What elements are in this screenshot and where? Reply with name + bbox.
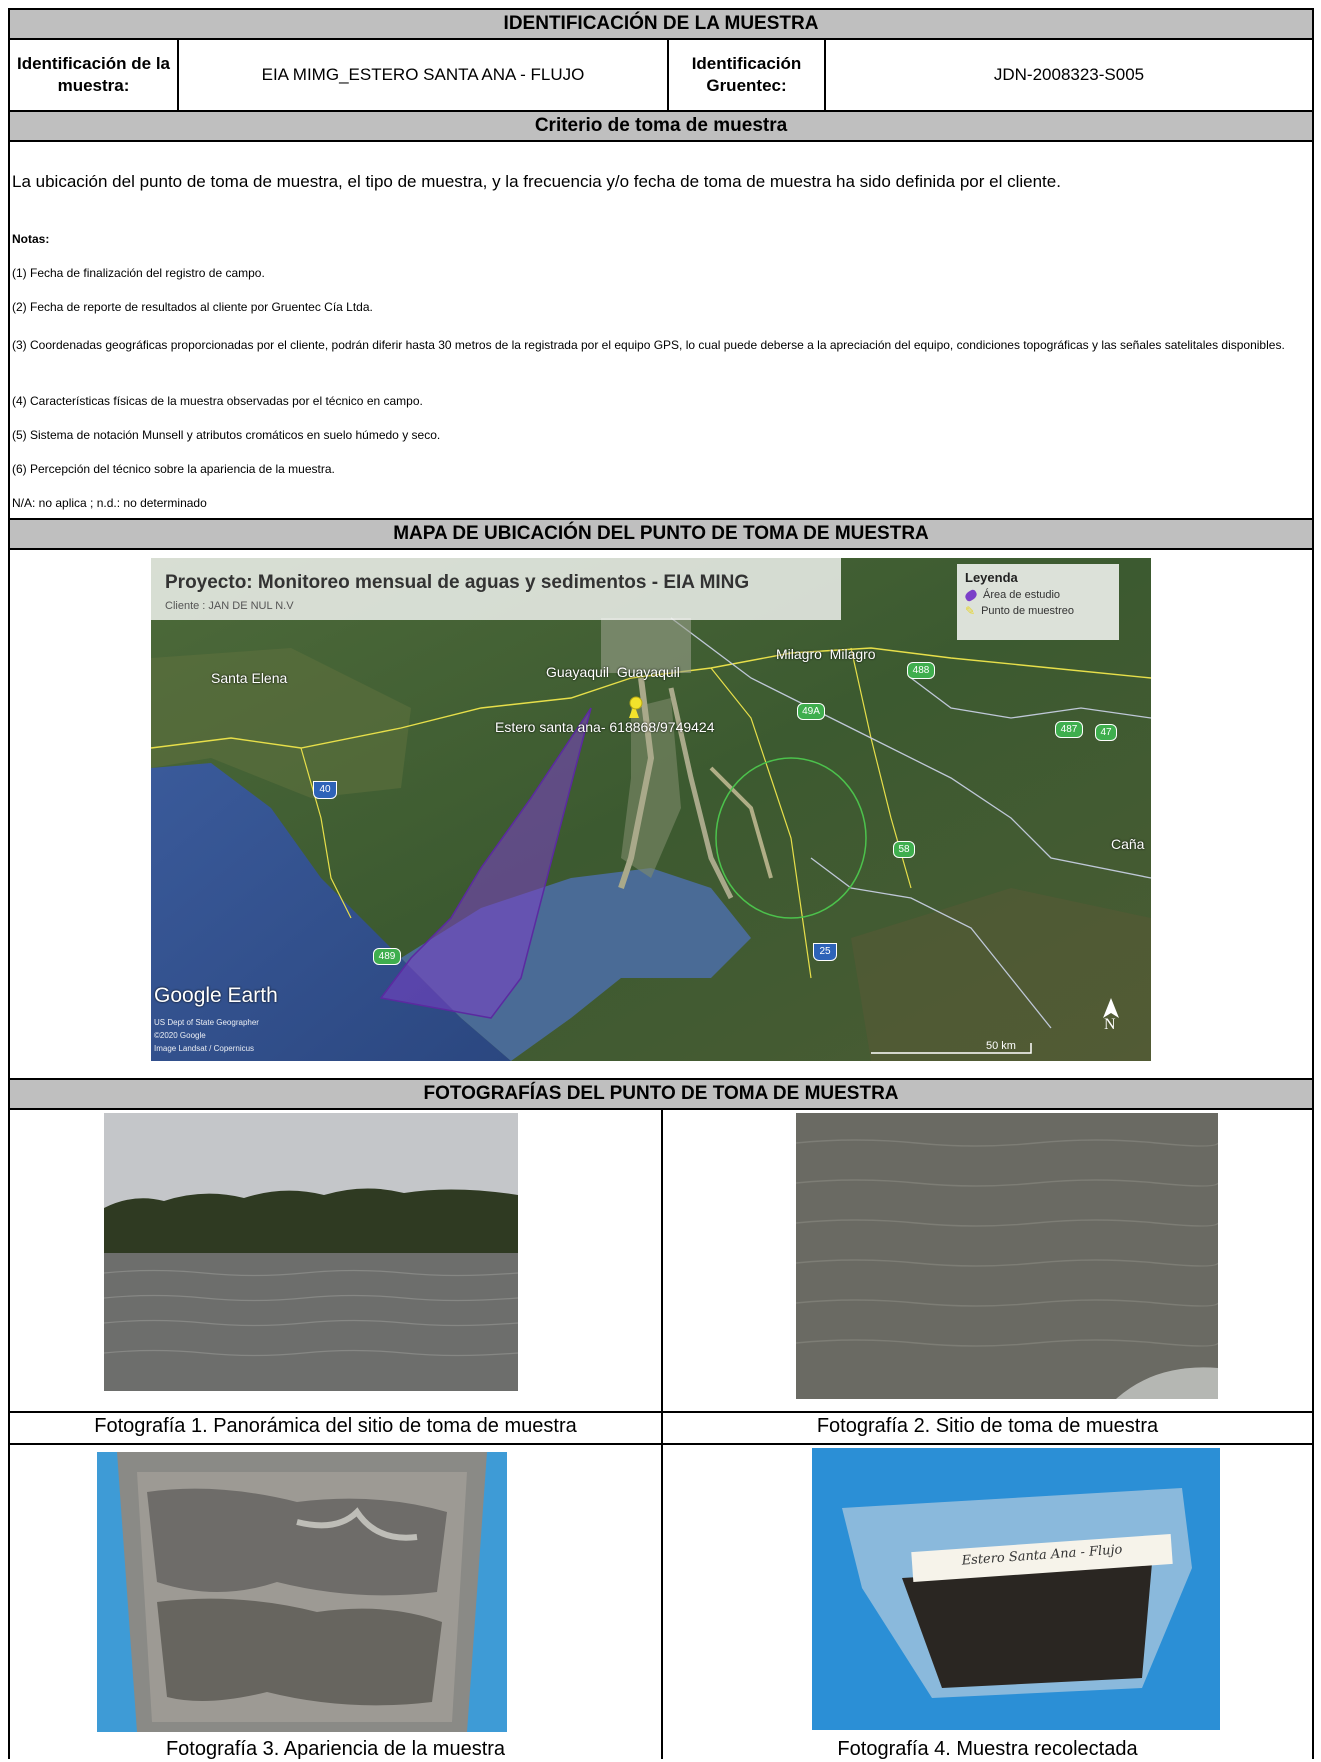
- map-title-box: Proyecto: Monitoreo mensual de aguas y s…: [151, 558, 841, 620]
- ident-value-gruentec: JDN-2008323-S005: [993, 65, 1145, 84]
- legend-area-label: Área de estudio: [983, 589, 1061, 601]
- legend-point-item: ✎ Punto de muestreo: [965, 603, 1111, 619]
- map-project-title: Proyecto: Monitoreo mensual de aguas y s…: [165, 572, 750, 593]
- map-scale-label: 50 km: [986, 1040, 1016, 1052]
- credit-line: US Dept of State Geographer: [154, 1018, 259, 1027]
- section-header-fotos: FOTOGRAFÍAS DEL PUNTO DE TOMA DE MUESTRA: [10, 1078, 1312, 1110]
- area-swatch-icon: [963, 588, 979, 602]
- place-guayaquil: Guayaquil Guayaquil: [546, 664, 680, 680]
- study-area-polygon: [379, 707, 592, 1019]
- route-49a-shield: 49A: [797, 703, 825, 720]
- nota-na: N/A: no aplica ; n.d.: no determinado: [12, 496, 207, 510]
- photo-4-caption: Fotografía 4. Muestra recolectada: [837, 1738, 1138, 1760]
- map-client: Cliente : JAN DE NUL N.V: [165, 600, 294, 612]
- photo-grid-divider: [661, 1108, 663, 1759]
- north-label: N: [1104, 1016, 1116, 1033]
- photo-3-sample-tray: [97, 1452, 507, 1732]
- route-489-shield: 489: [373, 948, 401, 965]
- nota-6: (6) Percepción del técnico sobre la apar…: [12, 462, 335, 476]
- route-488-shield: 488: [907, 662, 935, 679]
- ident-value-muestra: EIA MIMG_ESTERO SANTA ANA - FLUJO: [261, 65, 585, 84]
- section-header-criterio: Criterio de toma de muestra: [10, 112, 1312, 142]
- route-487-shield: 487: [1055, 721, 1083, 738]
- ident-row: Identificación de la muestra: EIA MIMG_E…: [10, 40, 1312, 112]
- route-58-shield: 58: [893, 841, 915, 858]
- legend-point-label: Punto de muestreo: [981, 605, 1075, 617]
- route-47-shield: 47: [1095, 724, 1117, 741]
- ident-label-muestra: Identificación de la muestra:: [16, 54, 171, 95]
- nota-5: (5) Sistema de notación Munsell y atribu…: [12, 428, 441, 442]
- legend-title: Leyenda: [965, 570, 1018, 585]
- place-santa-elena: Santa Elena: [211, 670, 288, 686]
- sample-sheet: IDENTIFICACIÓN DE LA MUESTRA Identificac…: [8, 8, 1314, 1760]
- section-header-identificacion: IDENTIFICACIÓN DE LA MUESTRA: [10, 10, 1312, 40]
- place-cana: Caña: [1111, 836, 1145, 852]
- photo-2-caption: Fotografía 2. Sitio de toma de muestra: [816, 1415, 1159, 1437]
- google-earth-logo: Google Earth: [154, 984, 278, 1007]
- nota-2: (2) Fecha de reporte de resultados al cl…: [12, 300, 373, 314]
- route-40-shield: 40: [313, 781, 337, 799]
- ident-label-gruentec: Identificación Gruentec:: [691, 54, 802, 95]
- photo-1-caption: Fotografía 1. Panorámica del sitio de to…: [94, 1415, 577, 1437]
- credit-line: Image Landsat / Copernicus: [154, 1044, 255, 1053]
- section-header-mapa: MAPA DE UBICACIÓN DEL PUNTO DE TOMA DE M…: [10, 518, 1312, 550]
- credit-line: ©2020 Google: [154, 1031, 206, 1040]
- place-milagro: Milagro Milagro: [776, 646, 876, 662]
- nota-1: (1) Fecha de finalización del registro d…: [12, 266, 265, 280]
- photo-3-caption: Fotografía 3. Apariencia de la muestra: [165, 1738, 506, 1760]
- map-legend: Leyenda Área de estudio ✎ Punto de muest…: [957, 564, 1119, 640]
- map-graphic: [151, 558, 1151, 1061]
- legend-area-item: Área de estudio: [963, 587, 1111, 603]
- nota-4: (4) Características físicas de la muestr…: [12, 394, 423, 408]
- photo-1-panorama: [104, 1113, 518, 1391]
- north-arrow-icon: [1103, 998, 1119, 1018]
- photo-2-water: [796, 1113, 1218, 1399]
- notas-title: Notas:: [12, 232, 50, 246]
- photo-row-divider: [10, 1443, 1312, 1445]
- location-map: Proyecto: Monitoreo mensual de aguas y s…: [151, 558, 1151, 1061]
- pushpin-icon: ✎: [965, 604, 976, 618]
- photo-4-sample-bag: Estero Santa Ana - Flujo: [812, 1448, 1220, 1730]
- nota-3: (3) Coordenadas geográficas proporcionad…: [12, 338, 1285, 352]
- route-25-shield: 25: [813, 943, 837, 961]
- caption-row-divider: [10, 1411, 1312, 1413]
- map-credits: US Dept of State Geographer ©2020 Google…: [154, 1016, 259, 1055]
- sample-point-marker: [629, 704, 639, 718]
- criterio-text: La ubicación del punto de toma de muestr…: [12, 172, 1061, 191]
- sample-point-label: Estero santa ana- 618868/9749424: [495, 719, 715, 735]
